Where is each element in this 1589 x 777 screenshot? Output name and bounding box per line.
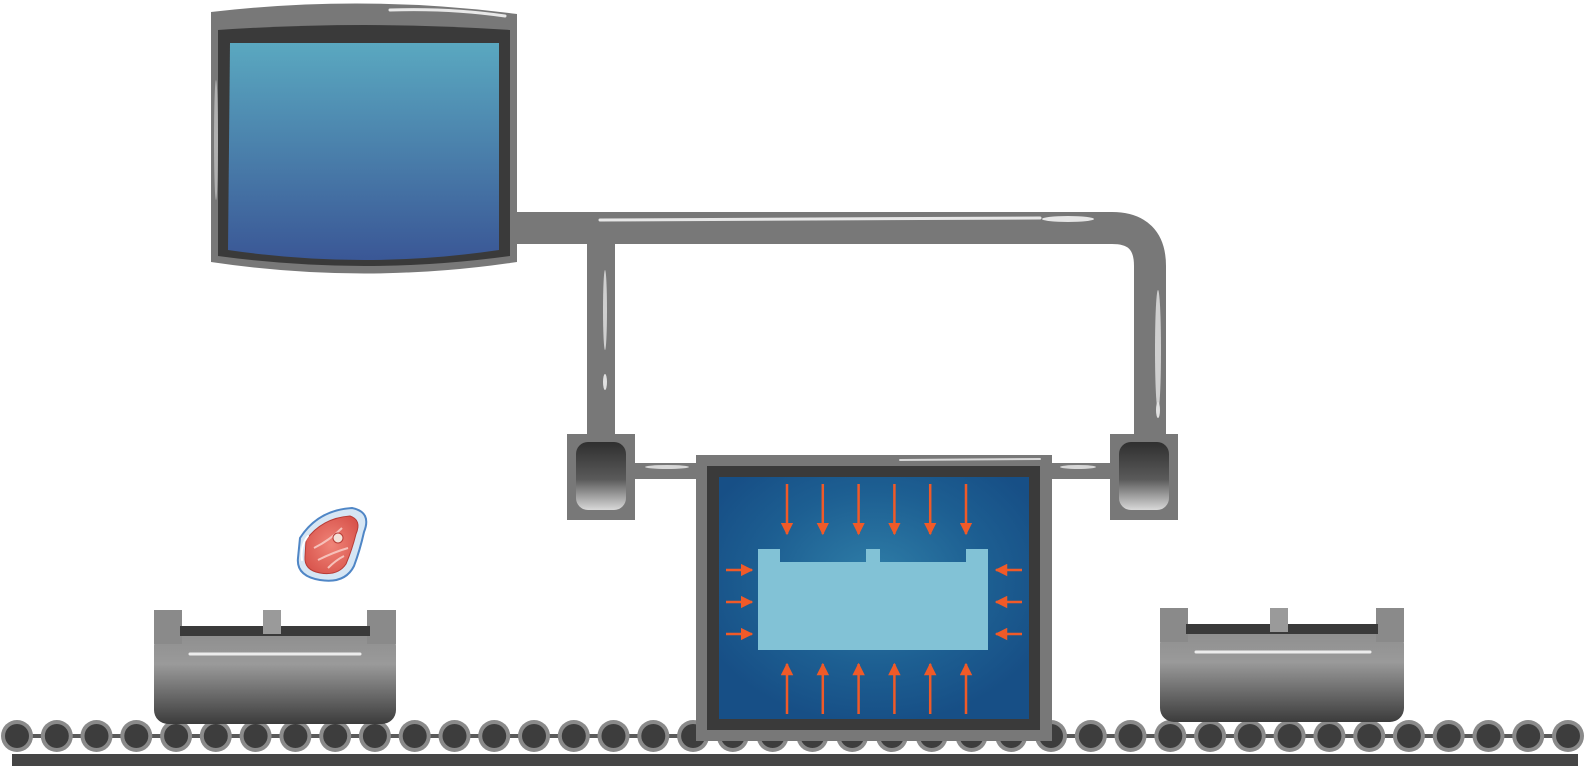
pipe-highlight	[1060, 465, 1096, 469]
meat-marbling	[313, 527, 349, 569]
conveyor-roller-core	[1556, 724, 1580, 748]
conveyor-roller-core	[323, 724, 348, 748]
meat-highlight	[300, 535, 309, 561]
conveyor-roller-core	[641, 724, 666, 748]
pipe-highlight	[1042, 216, 1094, 222]
conveyor-roller-core	[362, 724, 387, 748]
conveyor-roller-core	[442, 724, 467, 748]
container-rim	[154, 610, 182, 644]
conveyor-roller-core	[1436, 724, 1461, 748]
conveyor-roller-core	[1277, 724, 1302, 748]
conveyor-roller-core	[402, 724, 427, 748]
conveyor-roller-core	[1357, 724, 1382, 748]
container-icon	[154, 632, 396, 724]
container-rim	[1376, 608, 1404, 642]
pipe-highlight	[1155, 290, 1161, 410]
trolley-left	[154, 610, 396, 724]
conveyor-roller-core	[482, 724, 507, 748]
monitor-screen	[228, 43, 499, 260]
mold-icon	[758, 549, 988, 650]
meat-bone	[332, 532, 344, 544]
conveyor-roller-core	[84, 724, 109, 748]
conveyor-roller-core	[1078, 724, 1103, 748]
nozzle-opening	[1119, 442, 1169, 510]
conveyor-roller-core	[1396, 724, 1421, 748]
conveyor-roller-core	[522, 724, 546, 748]
monitor-highlight	[214, 80, 218, 200]
conveyor-roller-core	[164, 724, 189, 748]
pipe-highlight	[645, 465, 689, 469]
conveyor-roller-core	[5, 724, 29, 748]
pipe-drop-left	[587, 236, 615, 440]
container-icon	[1160, 630, 1404, 722]
pipe	[510, 212, 1166, 479]
conveyor-roller-core	[1118, 724, 1143, 748]
conveyor-roller-core	[1158, 724, 1183, 748]
conveyor-roller-core	[124, 724, 149, 748]
nozzle-opening	[576, 442, 626, 510]
conveyor-roller-core	[44, 724, 69, 748]
control-monitor	[211, 3, 517, 274]
trolley-right	[1160, 608, 1404, 722]
conveyor-roller-core	[601, 724, 626, 748]
conveyor-roller-core	[1516, 724, 1541, 748]
conveyor-roller-core	[243, 724, 268, 748]
pipe-highlight	[603, 374, 607, 390]
chamber-highlight	[899, 458, 1041, 461]
nozzle-left	[567, 434, 635, 520]
conveyor-roller-core	[1476, 724, 1501, 748]
container-rim	[367, 610, 396, 644]
conveyor-roller-core	[1317, 724, 1342, 748]
container-handle	[1270, 608, 1288, 632]
container-rim	[1160, 608, 1188, 642]
conveyor-roller-core	[1198, 724, 1223, 748]
pipe-highlight	[598, 216, 1042, 222]
pipe-highlight	[1156, 402, 1160, 418]
conveyor-roller-core	[1237, 724, 1262, 748]
container-handle	[263, 610, 281, 634]
pipe-highlight	[603, 270, 607, 350]
conveyor-roller-core	[203, 724, 228, 748]
nozzle-right	[1110, 434, 1178, 520]
pressure-arrows	[726, 484, 1022, 714]
conveyor-roller-core	[283, 724, 308, 748]
conveyor-rail	[12, 754, 1578, 766]
pressure-chamber	[696, 455, 1052, 741]
monitor-highlight	[388, 8, 507, 18]
pipe-main	[510, 212, 1166, 440]
meat-piece	[296, 506, 368, 582]
conveyor-roller-core	[561, 724, 586, 748]
